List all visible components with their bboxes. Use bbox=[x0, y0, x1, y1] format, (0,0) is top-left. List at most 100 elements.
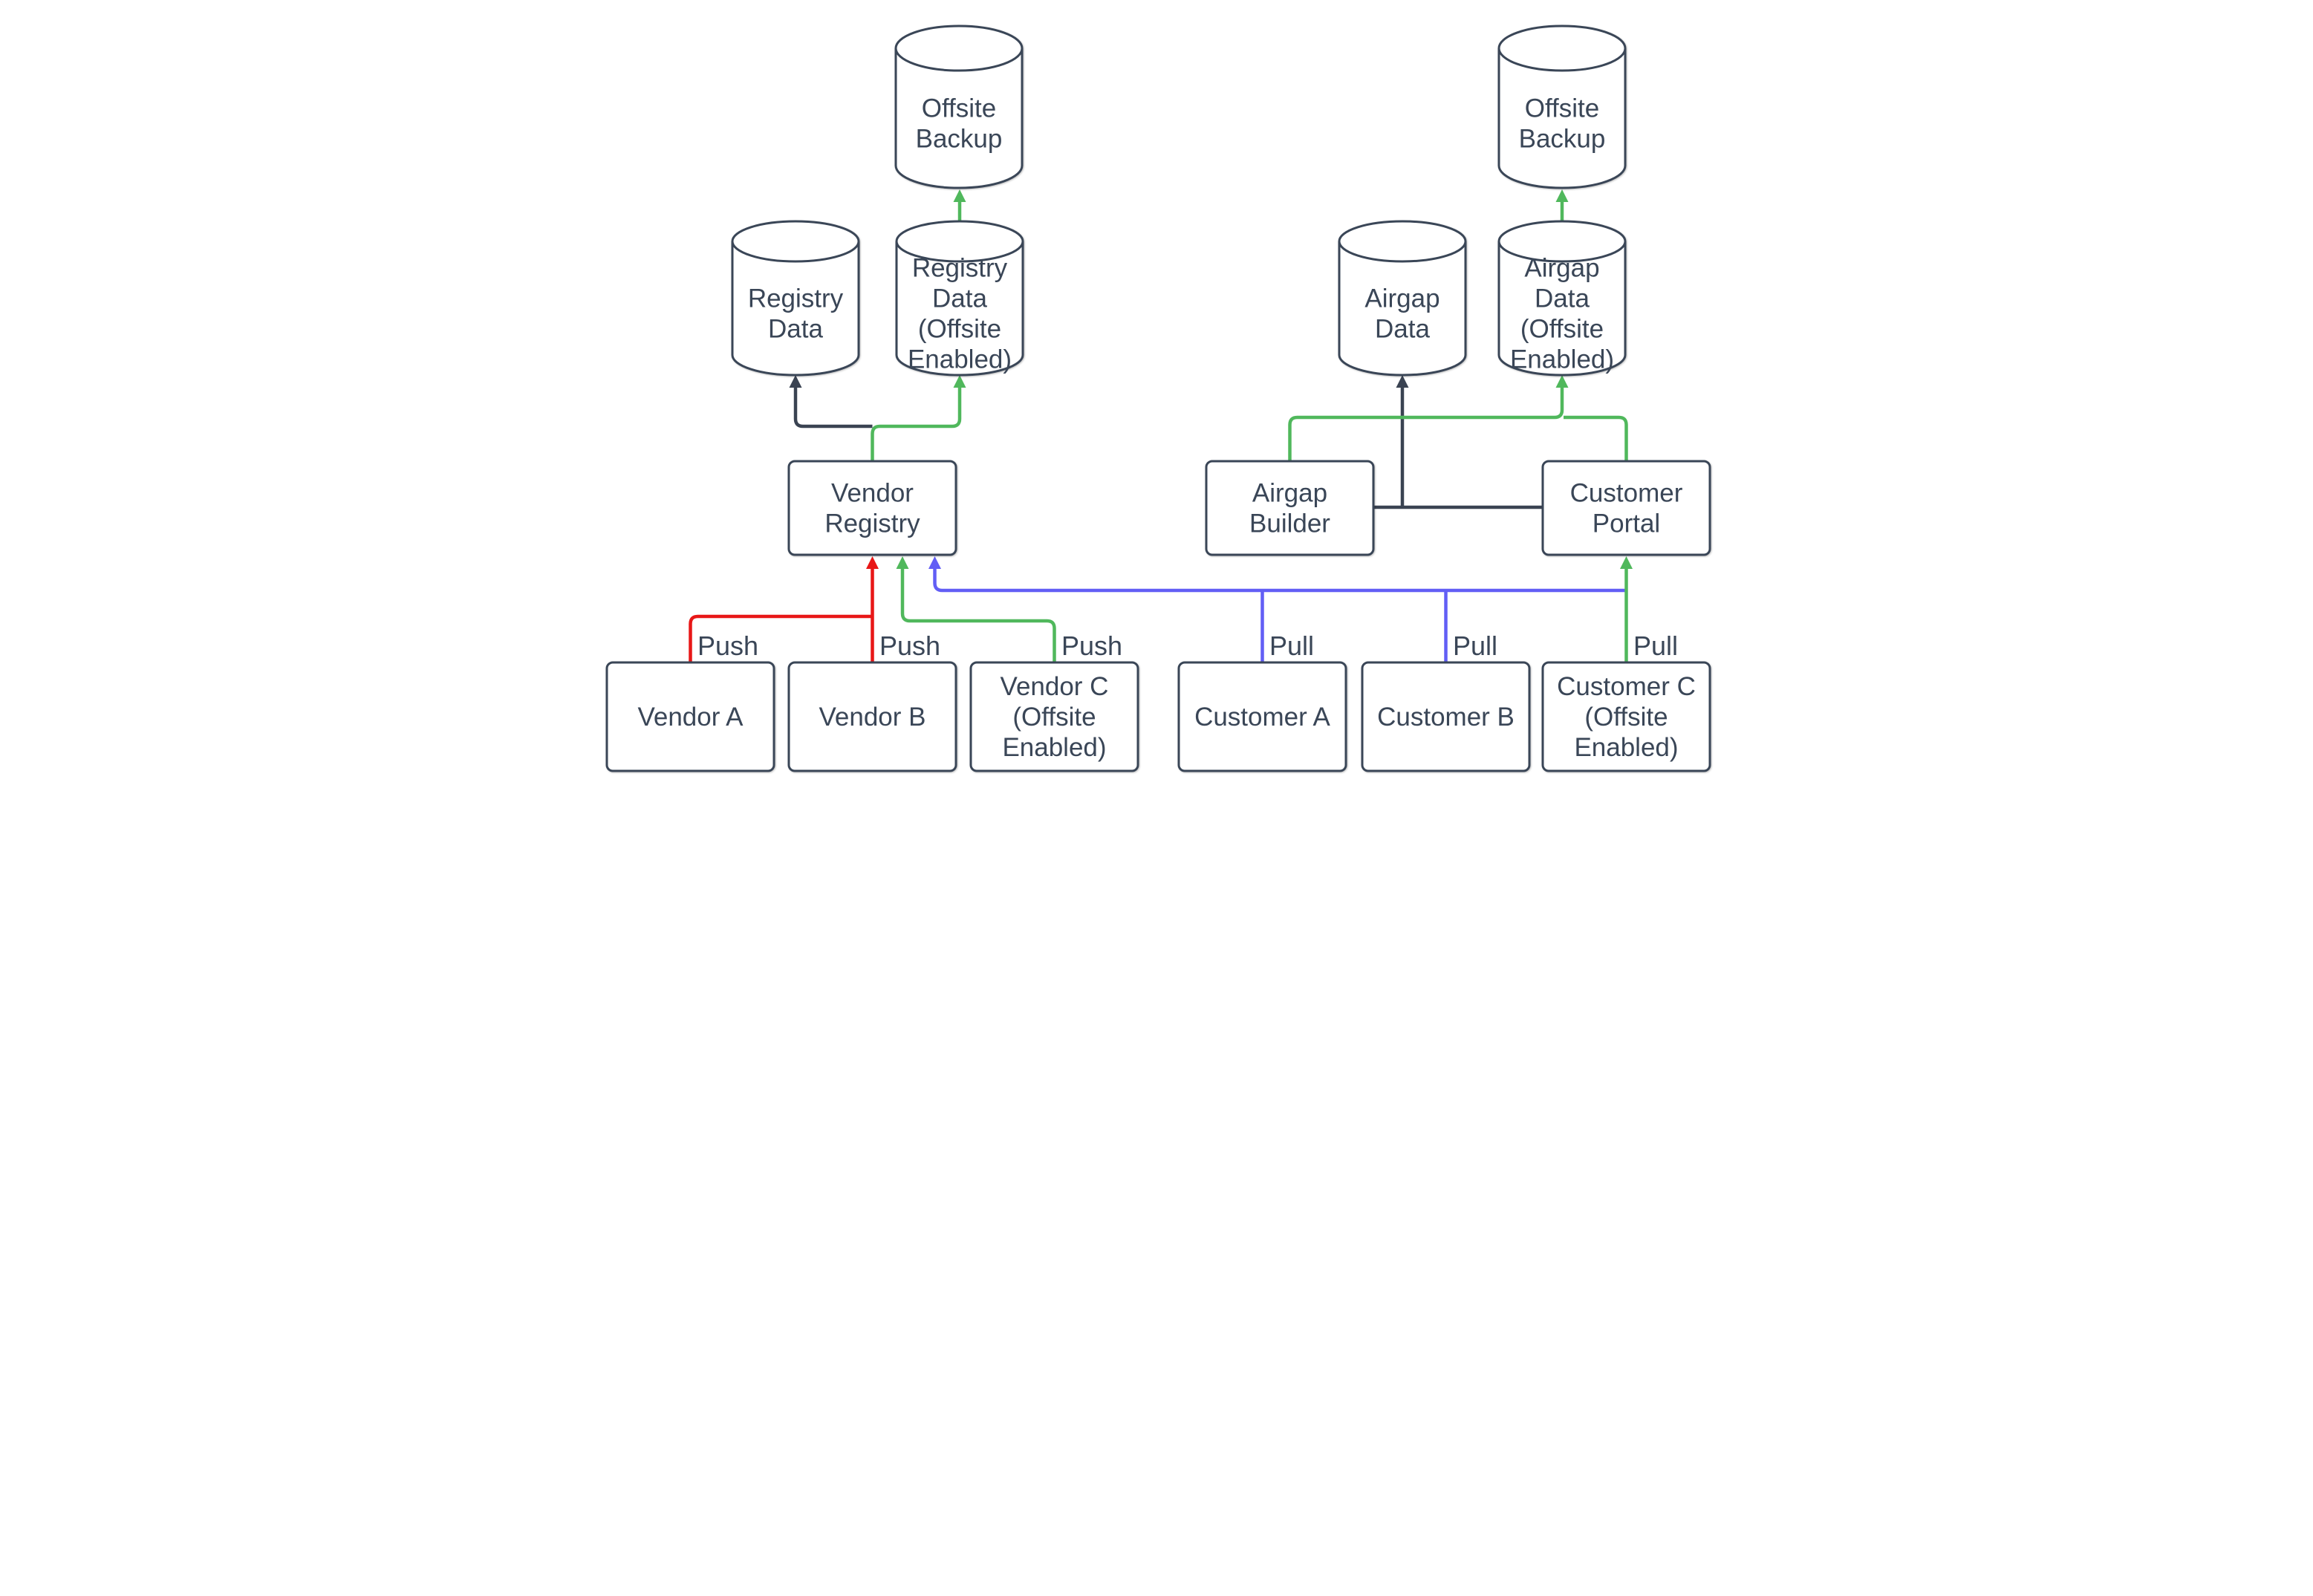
edge-line bbox=[870, 388, 961, 461]
box bbox=[969, 661, 1139, 772]
customer-b-shape bbox=[1361, 661, 1530, 772]
box bbox=[1177, 661, 1347, 772]
airgap-data-offsite-shape bbox=[1497, 220, 1626, 377]
cylinder-body bbox=[1497, 48, 1626, 189]
box bbox=[787, 460, 957, 556]
vendor-c-shape bbox=[969, 661, 1139, 772]
edge-line bbox=[793, 388, 872, 429]
box bbox=[1205, 460, 1374, 556]
cylinder-body bbox=[1497, 241, 1626, 377]
edge-label-customer-c-to-customer-portal: Pull bbox=[1633, 631, 1678, 661]
arrowhead-icon bbox=[928, 556, 941, 569]
node-label-customer-b: Customer B bbox=[1377, 703, 1515, 732]
arrowhead-icon bbox=[896, 556, 908, 569]
edge-line bbox=[932, 569, 1626, 593]
airgap-data-shape bbox=[1338, 220, 1466, 377]
cylinder-top bbox=[894, 25, 1023, 72]
node-customer-b: Customer B bbox=[1361, 661, 1530, 772]
customer-a-shape bbox=[1177, 661, 1347, 772]
vendor-b-shape bbox=[787, 661, 957, 772]
box bbox=[605, 661, 775, 772]
edge-customer-portal-to-airgap-data bbox=[1396, 375, 1408, 507]
cylinder-body bbox=[731, 241, 859, 377]
edge-vendor-registry-to-registry-data-offsite bbox=[870, 375, 966, 461]
node-label-vendor-a: Vendor A bbox=[637, 703, 744, 732]
arrowhead-icon bbox=[1396, 375, 1408, 388]
arrowhead-icon bbox=[953, 375, 966, 388]
arrowhead-icon bbox=[865, 556, 879, 569]
cylinder-top bbox=[895, 220, 1024, 263]
edge-customer-c-to-customer-portal: Pull bbox=[1619, 556, 1678, 662]
cylinder-body bbox=[1338, 241, 1466, 377]
edge-customer-portal-to-airgap-data-offsite bbox=[1563, 415, 1628, 461]
cylinder-top bbox=[731, 220, 859, 263]
node-vendor-a: Vendor A bbox=[605, 661, 775, 772]
arrowhead-icon bbox=[789, 375, 801, 388]
arrowhead-icon bbox=[1555, 189, 1568, 202]
box bbox=[1541, 661, 1711, 772]
edge-vendor-registry-to-registry-data bbox=[789, 375, 872, 429]
arrowhead-icon bbox=[1555, 375, 1568, 388]
edge-label-vendor-a-to-vendor-registry: Push bbox=[697, 631, 758, 661]
cylinder-top bbox=[1338, 220, 1466, 263]
airgap-builder-shape bbox=[1205, 460, 1374, 556]
box bbox=[787, 661, 957, 772]
edge-label-customer-a-pull: Pull bbox=[1269, 631, 1314, 661]
node-vendor-b: Vendor B bbox=[787, 661, 957, 772]
vendor-a-shape bbox=[605, 661, 775, 772]
cylinder-body bbox=[895, 241, 1024, 377]
edge-vendor-b-to-vendor-registry: Push bbox=[865, 556, 940, 662]
edge-label-customer-b-pull: Pull bbox=[1453, 631, 1497, 661]
offsite-backup-right-shape bbox=[1497, 25, 1626, 189]
cylinder-body bbox=[894, 48, 1023, 189]
edge-line bbox=[900, 569, 1056, 662]
arrowhead-icon bbox=[953, 189, 966, 202]
edge-registry-data-offsite-to-offsite-backup bbox=[953, 189, 966, 221]
edge-label-vendor-b-to-vendor-registry: Push bbox=[879, 631, 940, 661]
edge-airgap-builder-to-airgap-data-offsite bbox=[1287, 375, 1568, 461]
node-label-customer-a: Customer A bbox=[1194, 703, 1330, 732]
arrowhead-icon bbox=[1619, 556, 1633, 569]
registry-data-offsite-shape bbox=[895, 220, 1024, 377]
edge-label-vendor-c-to-vendor-registry: Push bbox=[1061, 631, 1122, 661]
box bbox=[1541, 460, 1711, 556]
vendor-registry-shape bbox=[787, 460, 957, 556]
edge-line bbox=[1287, 388, 1564, 461]
offsite-backup-left-shape bbox=[894, 25, 1023, 189]
edge-airgap-data-offsite-to-offsite-backup bbox=[1555, 189, 1568, 221]
edge-vendor-a-to-vendor-registry: Push bbox=[688, 614, 873, 662]
edge-customer-b-pull: Pull bbox=[1443, 589, 1497, 662]
edge-customer-a-pull: Pull bbox=[1260, 589, 1314, 662]
customer-c-shape bbox=[1541, 661, 1711, 772]
cylinder-top bbox=[1497, 25, 1626, 72]
edge-customers-pull-to-vendor-registry bbox=[928, 556, 1626, 593]
customer-portal-shape bbox=[1541, 460, 1711, 556]
edge-vendor-c-to-vendor-registry: Push bbox=[896, 556, 1122, 662]
edge-line bbox=[1563, 415, 1628, 461]
cylinder-top bbox=[1497, 220, 1626, 263]
node-label-vendor-b: Vendor B bbox=[819, 703, 925, 732]
